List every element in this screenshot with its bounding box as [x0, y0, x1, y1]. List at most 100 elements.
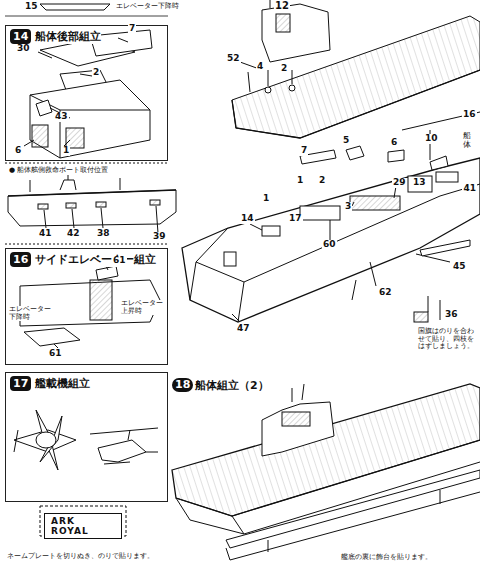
note-text: エレベーター 下降時 — [8, 306, 54, 321]
hull-middle — [440, 300, 441, 320]
step-heading: 16サイドエレベーター組立 — [6, 249, 167, 270]
hull-middle — [420, 240, 470, 256]
hull-middle — [224, 146, 458, 266]
hull-middle — [436, 172, 458, 182]
flight-deck-upper — [270, 0, 271, 8]
line-art — [5, 0, 480, 560]
flight-deck-upper — [268, 70, 269, 86]
side-elevator — [54, 344, 58, 348]
hull-middle — [250, 224, 262, 230]
side-elevator — [24, 328, 80, 346]
hull-middle — [350, 196, 400, 210]
callout-number: 47 — [236, 324, 251, 334]
carrier-completed — [292, 388, 293, 402]
hull-side-view — [38, 204, 48, 209]
callout-number: 2 — [280, 64, 288, 74]
callout-number: 12 — [274, 0, 290, 11]
hull-middle — [262, 226, 280, 236]
elevator-part — [40, 4, 110, 10]
hull-middle — [300, 206, 340, 220]
hull-middle — [352, 202, 354, 206]
hull-side-view — [60, 180, 76, 190]
carrier-completed — [172, 384, 480, 516]
aircraft — [98, 440, 146, 462]
vertical-note: 船体 — [462, 132, 472, 150]
hull-side-view — [5, 163, 168, 164]
hull-side-view — [5, 163, 176, 244]
carrier-completed — [262, 402, 334, 456]
flight-deck-upper — [276, 14, 290, 32]
aircraft — [14, 430, 18, 452]
callout-number: 36 — [444, 310, 459, 320]
carrier-completed — [172, 384, 480, 560]
hull-side-view — [72, 209, 74, 228]
callout-number: 41 — [462, 184, 477, 194]
flight-deck-upper — [292, 70, 293, 84]
hull-middle — [428, 296, 429, 312]
hull-middle — [430, 156, 448, 170]
callout-number: 10 — [424, 134, 439, 144]
aircraft — [36, 432, 56, 448]
hull-side-view — [44, 210, 46, 228]
callout-number: 39 — [152, 232, 167, 242]
callout-number: 1 — [296, 176, 304, 186]
note-text: 国旗はのりを合わせて貼り、四枝をはずしましょう。 — [417, 328, 477, 351]
stern-assembly — [66, 128, 84, 148]
carrier-completed — [226, 492, 480, 560]
elevator-part — [5, 16, 168, 17]
callout-number: 7 — [300, 146, 308, 156]
step-number: 18 — [172, 378, 193, 392]
flight-deck-upper — [289, 85, 295, 91]
hull-middle — [370, 262, 376, 286]
hull-middle — [408, 176, 432, 192]
hull-middle — [238, 184, 480, 322]
hull-middle — [352, 280, 356, 300]
aircraft — [36, 410, 58, 470]
callout-number: 7 — [128, 24, 136, 34]
hull-middle — [388, 150, 404, 162]
carrier-completed — [232, 516, 244, 534]
hull-middle — [414, 312, 428, 322]
callout-number: 60 — [322, 240, 337, 250]
callout-number: 1 — [262, 194, 270, 204]
carrier-completed — [176, 462, 480, 534]
callout-number: 6 — [14, 146, 22, 156]
callout-number: 38 — [96, 229, 111, 239]
aircraft — [14, 410, 158, 470]
stern-assembly — [118, 38, 128, 42]
callout-number: 61 — [48, 349, 63, 359]
hull-middle — [196, 262, 244, 282]
note-text: エレベーター 上昇時 — [120, 300, 166, 315]
carrier-completed — [282, 412, 310, 426]
callout-number: 52 — [226, 54, 241, 64]
step-title: 船体組立（2） — [194, 380, 270, 392]
stern-assembly — [30, 80, 150, 158]
callout-number: 29 — [392, 178, 407, 188]
note-text: ● 船体舷側救命ボート取付位置 — [8, 167, 109, 175]
step-panel: 17艦載機組立 — [5, 372, 168, 502]
hull-side-view — [8, 190, 176, 226]
hull-side-view — [66, 203, 76, 208]
callout-number: 1 — [62, 146, 70, 156]
carrier-completed — [226, 470, 480, 548]
callout-number: 13 — [412, 178, 427, 188]
callout-number: 5 — [342, 136, 350, 146]
step-title: サイドエレベーター組立 — [35, 252, 156, 267]
stern-assembly — [24, 140, 34, 146]
step-title: 船体後部組立 — [35, 29, 101, 44]
stern-assembly — [30, 95, 60, 158]
aircraft — [90, 428, 158, 434]
nameplate: ARK ROYAL — [44, 513, 122, 539]
callout-number: 61 — [112, 256, 127, 266]
hull-middle — [416, 254, 450, 262]
hull-side-view — [8, 190, 176, 196]
callout-number: 6 — [390, 138, 398, 148]
stern-assembly — [60, 110, 150, 111]
callout-number: 2 — [318, 176, 326, 186]
step-title: 艦載機組立 — [35, 376, 90, 391]
aircraft — [14, 430, 76, 452]
aircraft — [128, 430, 130, 440]
callout-number: 43 — [54, 112, 69, 122]
callout-number: 16 — [462, 110, 477, 120]
